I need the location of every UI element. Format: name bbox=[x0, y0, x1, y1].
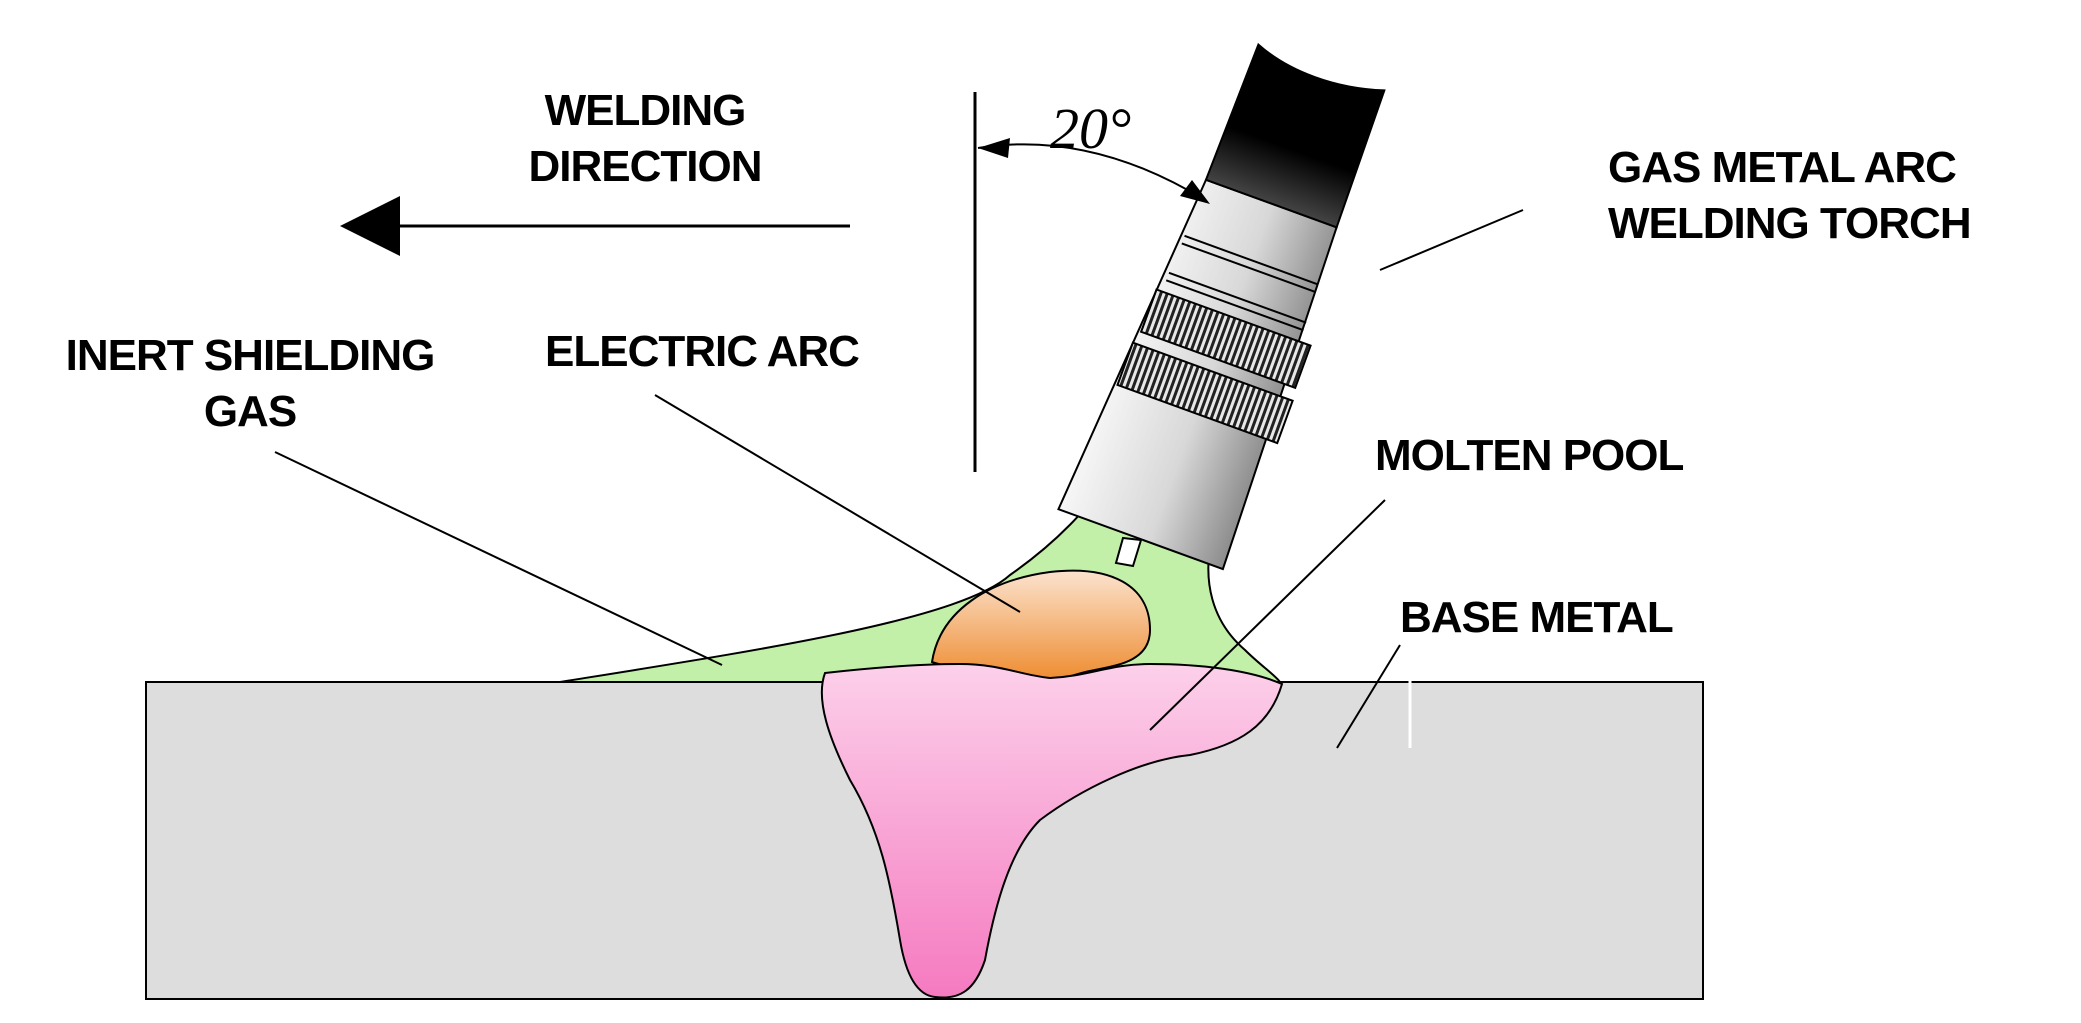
leader-pool bbox=[1149, 499, 1386, 731]
torch-knurl-upper bbox=[1139, 288, 1312, 390]
torch-angle-label: 20° bbox=[1050, 96, 1132, 161]
welding-direction-line-2: DIRECTION bbox=[528, 142, 763, 191]
inert-gas-label: INERT SHIELDING GAS bbox=[15, 328, 485, 440]
welding-direction-label: WELDING DIRECTION bbox=[480, 83, 810, 195]
leader-torch bbox=[1379, 209, 1524, 271]
electric-arc-label: ELECTRIC ARC bbox=[545, 327, 860, 376]
torch-label-line-1: GAS METAL ARC bbox=[1608, 143, 1957, 192]
angle-arrowhead-right bbox=[1180, 180, 1210, 204]
welding-torch bbox=[1057, 42, 1386, 571]
inert-gas-line-1: INERT SHIELDING bbox=[65, 331, 436, 380]
leader-base bbox=[1336, 644, 1401, 749]
torch-label-line-2: WELDING TORCH bbox=[1608, 199, 1972, 248]
filler-wire bbox=[1114, 536, 1143, 568]
inert-gas-line-2: GAS bbox=[203, 387, 297, 436]
welding-direction-line-1: WELDING bbox=[544, 86, 747, 135]
molten-pool-shape bbox=[820, 662, 1284, 999]
molten-pool-label: MOLTEN POOL bbox=[1375, 431, 1684, 480]
torch-label: GAS METAL ARC WELDING TORCH bbox=[1608, 140, 1972, 252]
angle-arrowhead-left bbox=[978, 138, 1010, 158]
torch-cap bbox=[1204, 42, 1386, 229]
leader-gas bbox=[274, 451, 723, 666]
torch-knurl-lower bbox=[1116, 341, 1294, 445]
direction-arrowhead bbox=[340, 196, 400, 256]
base-metal-label: BASE METAL bbox=[1400, 593, 1674, 642]
leader-arc bbox=[654, 394, 1021, 613]
